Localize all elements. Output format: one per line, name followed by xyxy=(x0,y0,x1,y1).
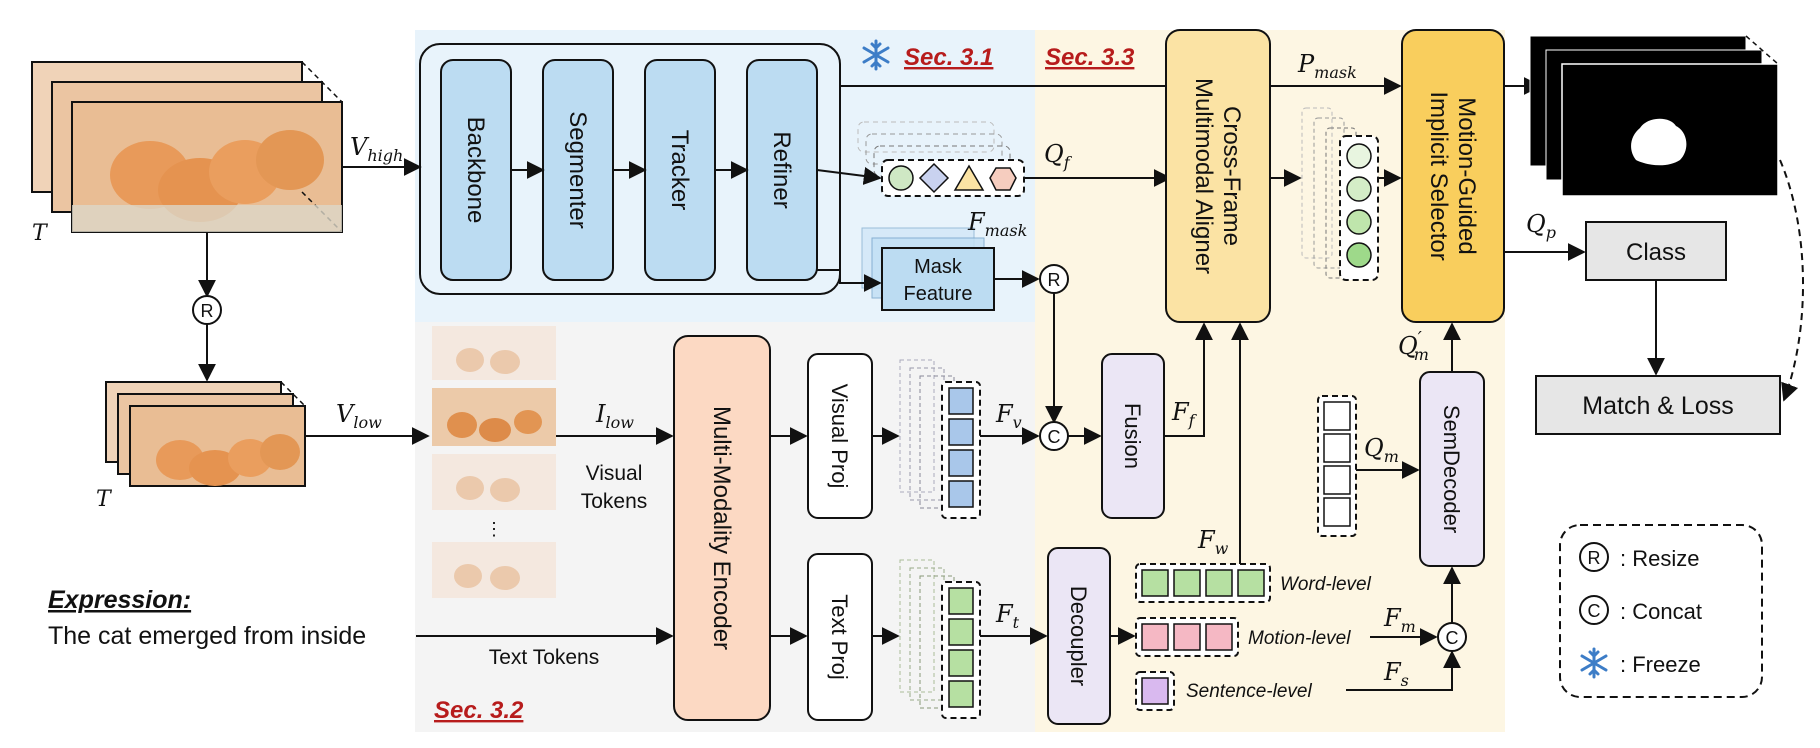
q-m-prime-label: Q′m xyxy=(1398,328,1429,364)
tracker-module: Tracker xyxy=(644,59,716,281)
fusion-module: Fusion xyxy=(1101,353,1165,519)
v-high-label: Vhigh xyxy=(350,133,403,165)
svg-text:Class: Class xyxy=(1626,239,1686,266)
fv-token-stack xyxy=(899,359,981,519)
svg-text:Multimodal Aligner: Multimodal Aligner xyxy=(1190,78,1217,274)
text-tokens-label: Text Tokens xyxy=(489,646,600,669)
video-high-frames xyxy=(31,61,343,233)
visual-proj-module: Visual Proj xyxy=(807,353,873,519)
match-loss-module: Match & Loss xyxy=(1535,375,1781,435)
segmenter-module: Segmenter xyxy=(542,59,614,281)
arrow-refiner-queries xyxy=(816,167,882,185)
svg-text:Implicit Selector: Implicit Selector xyxy=(1425,91,1452,260)
word-level-tokens xyxy=(1135,563,1271,603)
f-s-label: Fs xyxy=(1383,658,1409,690)
thumbnail-ellipsis: ⋮ xyxy=(485,519,503,539)
svg-text:Cross-Frame: Cross-Frame xyxy=(1218,106,1245,246)
motion-guided-selector: Motion-Guided Implicit Selector xyxy=(1401,29,1505,323)
sentence-level-label: Sentence-level xyxy=(1186,681,1312,702)
arrow-refiner-mask xyxy=(817,269,882,292)
snowflake-icon xyxy=(862,39,890,71)
svg-text:Match & Loss: Match & Loss xyxy=(1582,392,1733,420)
svg-text:SemDecoder: SemDecoder xyxy=(1439,405,1464,533)
svg-text:Motion-Guided: Motion-Guided xyxy=(1453,97,1480,254)
svg-text:Visual Proj: Visual Proj xyxy=(827,384,852,489)
f-w-label: Fw xyxy=(1197,526,1229,558)
multi-modality-encoder: Multi-Modality Encoder xyxy=(673,335,771,721)
legend-freeze-label: : Freeze xyxy=(1620,652,1701,677)
legend-resize-icon xyxy=(1579,542,1609,572)
q-p-label: Qp xyxy=(1526,210,1556,242)
visual-tokens-label-1: Visual xyxy=(586,462,643,485)
class-module: Class xyxy=(1585,221,1727,281)
output-mask-frames xyxy=(1529,35,1779,197)
q-f-label: Qf xyxy=(1044,140,1073,172)
image-token-thumbnails xyxy=(432,326,556,598)
sec33-title: Sec. 3.3 xyxy=(1045,44,1135,71)
svg-text:Fusion: Fusion xyxy=(1120,403,1145,469)
q-m-label: Qm xyxy=(1364,434,1399,466)
legend-concat-symbol: C xyxy=(1588,601,1601,621)
word-level-label: Word-level xyxy=(1280,574,1372,595)
concat-op-fusion-label: C xyxy=(1048,427,1061,447)
legend-resize-symbol: R xyxy=(1588,548,1601,568)
legend: R : Resize C : Concat : Freeze xyxy=(1559,524,1763,698)
svg-text:Mask: Mask xyxy=(914,256,963,278)
svg-text:Decoupler: Decoupler xyxy=(1066,586,1091,686)
f-f-label: Ff xyxy=(1171,398,1198,430)
frames-t-label-top: T xyxy=(32,221,49,246)
decoupler-module: Decoupler xyxy=(1047,547,1111,725)
svg-text:Feature: Feature xyxy=(904,283,973,305)
backbone-module: Backbone xyxy=(440,59,512,281)
frozen-pipeline-box xyxy=(419,43,841,295)
svg-text:Multi-Modality Encoder: Multi-Modality Encoder xyxy=(708,406,735,650)
f-mask-label: Fmask xyxy=(967,208,1027,240)
qm-token-stack xyxy=(1317,395,1357,537)
frames-t-label-bottom: T xyxy=(96,487,113,512)
legend-concat-label: : Concat xyxy=(1620,599,1702,624)
legend-snowflake-icon xyxy=(1580,647,1608,679)
f-v-label: Fv xyxy=(995,400,1022,432)
sentence-level-tokens xyxy=(1135,671,1175,711)
text-proj-module: Text Proj xyxy=(807,553,873,721)
expression-text: The cat emerged from inside xyxy=(48,622,366,650)
legend-concat-icon xyxy=(1579,595,1609,625)
svg-text:Refiner: Refiner xyxy=(768,131,795,208)
svg-text:Text Proj: Text Proj xyxy=(827,594,852,680)
arrow-fs-concat xyxy=(1346,650,1461,691)
motion-level-label: Motion-level xyxy=(1248,628,1351,649)
legend-resize-label: : Resize xyxy=(1620,546,1699,571)
concat-op-semdecoder-label: C xyxy=(1446,628,1459,648)
video-low-frames xyxy=(105,381,306,487)
resize-op-right-label: R xyxy=(1048,270,1061,290)
query-tokens-stack xyxy=(857,121,1025,197)
resize-op-left-label: R xyxy=(201,301,214,321)
cross-frame-aligner: Cross-Frame Multimodal Aligner xyxy=(1165,29,1271,323)
v-low-label: Vlow xyxy=(336,400,382,432)
p-mask-label: Pmask xyxy=(1297,50,1357,82)
sec32-title: Sec. 3.2 xyxy=(434,697,524,724)
mask-feature-module: Mask Feature xyxy=(861,227,995,311)
svg-text:Segmenter: Segmenter xyxy=(564,111,591,228)
expression-title: Expression: xyxy=(48,586,191,614)
arrow-masks-loss-dashed xyxy=(1779,159,1804,402)
f-m-label: Fm xyxy=(1383,604,1416,636)
svg-text:Tracker: Tracker xyxy=(666,130,693,210)
visual-tokens-label-2: Tokens xyxy=(581,490,648,513)
svg-text:Backbone: Backbone xyxy=(462,117,489,224)
aligned-query-stack xyxy=(1301,107,1379,281)
arrow-fusion-aligner xyxy=(1164,322,1213,437)
sec31-title: Sec. 3.1 xyxy=(904,44,993,71)
motion-level-tokens xyxy=(1135,617,1239,657)
f-t-label: Ft xyxy=(995,600,1020,632)
ft-token-stack xyxy=(899,559,981,719)
semdecoder-module: SemDecoder xyxy=(1419,371,1485,567)
refiner-module: Refiner xyxy=(746,59,818,281)
i-low-label: Ilow xyxy=(595,400,634,432)
